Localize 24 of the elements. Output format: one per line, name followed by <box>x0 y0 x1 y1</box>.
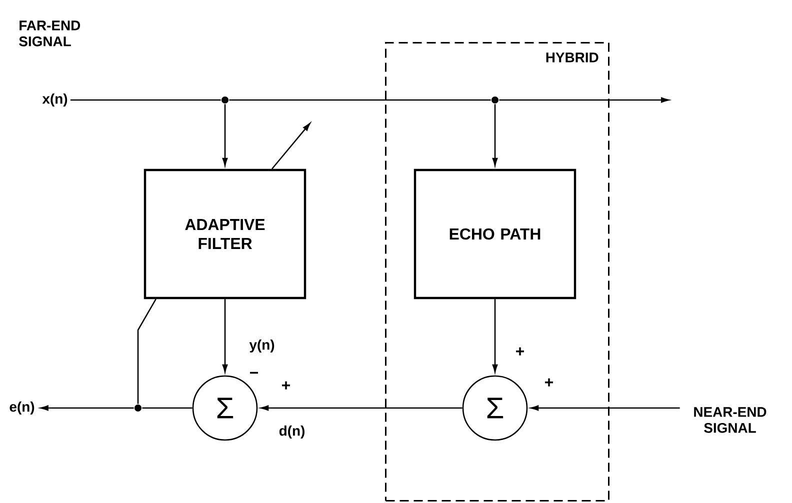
junction-dot <box>134 404 142 412</box>
summing-junction: Σ <box>192 375 258 441</box>
process-box: ADAPTIVE FILTER <box>144 168 306 300</box>
arrow <box>492 299 498 372</box>
arrow <box>222 299 228 372</box>
edge-label: y(n) <box>248 338 276 354</box>
summing-junction: Σ <box>462 375 528 441</box>
arrow <box>40 405 134 411</box>
sign-label: + <box>516 347 524 356</box>
signal-label: x(n) <box>42 94 68 106</box>
signal-label: e(n) <box>10 402 34 414</box>
sign-label: + <box>545 378 553 386</box>
sign-label: + <box>282 381 290 390</box>
edge-label: d(n) <box>278 424 306 440</box>
process-box: ECHO PATH <box>414 168 576 300</box>
arrow <box>492 104 498 166</box>
junction-dot <box>222 96 228 104</box>
signal-label: NEAR-END SIGNAL <box>694 407 766 433</box>
arrow <box>260 405 462 411</box>
signal-label: FAR-END SIGNAL <box>19 20 80 46</box>
junction-dot <box>492 96 498 104</box>
arrow <box>499 97 670 103</box>
arrow <box>530 405 680 411</box>
arrow <box>222 104 228 166</box>
